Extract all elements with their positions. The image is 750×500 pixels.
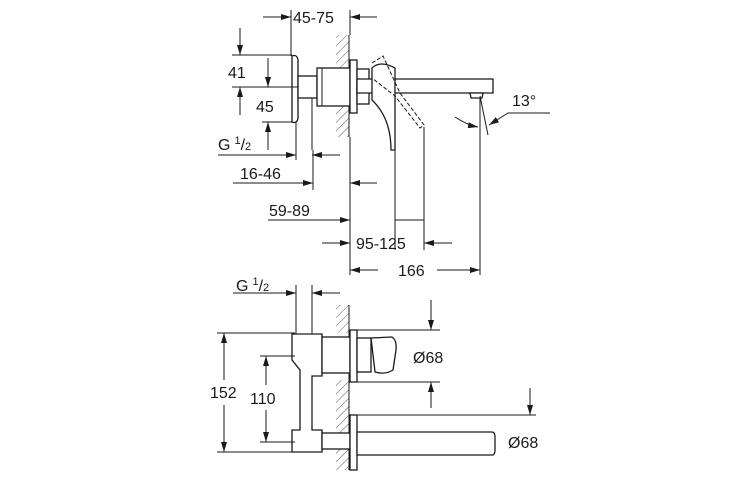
spout [356,431,496,456]
lever [370,336,397,374]
handle-stem [297,75,318,99]
valve-body [291,333,323,453]
dim-handle-height-bottom: 45 [256,99,274,116]
dim-body-depth: 59-89 [269,203,310,220]
dim-spout-rosette: Ø68 [508,435,538,452]
aerator [469,92,484,99]
handle-rosette [291,54,299,124]
dim-spout-angle: 13° [512,93,536,110]
wall-hatch [336,305,349,333]
dim-handle-depth: 16-46 [240,166,281,183]
dim-lever-reach: 95-125 [356,236,406,253]
dim-handle-rosette: Ø68 [413,350,443,367]
angle-arc-left [454,116,479,129]
spout-connector [321,432,351,450]
handle-stem [356,337,372,373]
dim-handle-height-top: 41 [228,65,246,82]
handle-connector [321,336,351,374]
lever-rotated-outline [371,55,425,129]
dim-total-height: 152 [210,385,237,402]
dim-centers: 110 [250,391,276,408]
dim-spout-projection: 166 [398,263,425,280]
dim-wall-to-handle: 45-75 [293,10,334,27]
angle-line [479,95,489,136]
spout-flange [349,414,358,471]
spout-flange [349,59,358,114]
handle-rosette [349,329,358,383]
lever [371,63,396,151]
angle-leader [488,112,550,126]
wall-hatch [336,380,349,470]
